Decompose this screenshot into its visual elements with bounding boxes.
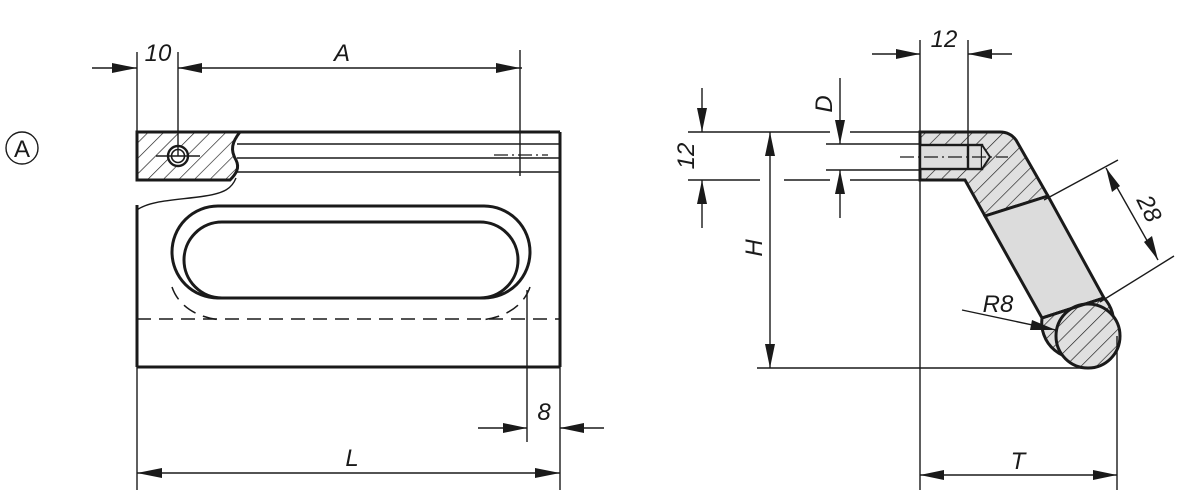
dimension-length: L [136,367,561,490]
view-marker-circle [5,131,39,165]
dimension-hole-spacing: A [332,40,521,176]
dimension-top-width: 12 [872,26,1012,59]
dimension-flange-height: 12 [673,88,707,228]
slot-inner [182,220,520,300]
dim-height-label: H [741,239,768,257]
front-view: A [5,40,604,490]
top-rail [137,130,560,173]
dimension-end-offset: 8 [478,290,604,442]
dim-hole-spacing-label: A [332,40,350,67]
dimension-radius: R8 [961,291,1057,331]
dimension-height: H [741,132,775,368]
dimension-hole-offset: 10 [92,40,522,156]
dim-depth-label: T [1011,448,1028,475]
view-marker: A [5,131,39,165]
dimension-thread: D [811,78,845,218]
view-marker-label: A [14,136,30,163]
dim-thread-label: D [811,95,838,112]
dim-top-width-label: 12 [931,26,958,53]
broken-section [135,130,244,211]
dim-hole-offset-label: 10 [145,40,172,67]
side-view: 12 12 D H [673,26,1175,490]
slot-outer [170,204,532,300]
dim-radius-label: R8 [983,291,1014,318]
grip-slot [170,204,532,321]
dim-end-offset-label: 8 [537,399,551,426]
break-line [136,177,237,211]
dim-flange-height-label: 12 [673,143,700,170]
dimension-depth: T [920,448,1117,480]
dim-length-label: L [345,445,358,472]
